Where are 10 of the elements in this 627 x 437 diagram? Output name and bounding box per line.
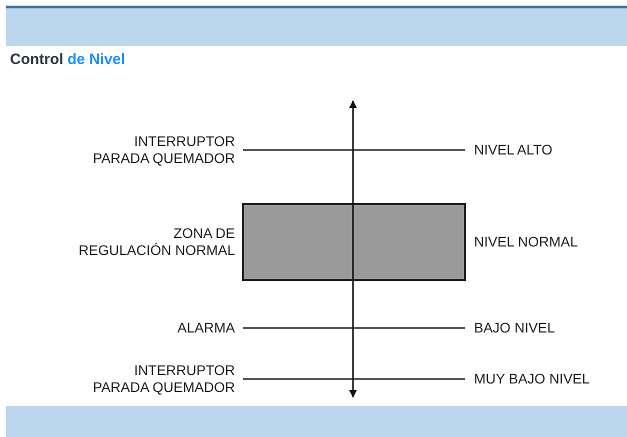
title: Control de Nivel: [10, 51, 126, 68]
description-label: ALARMA: [176, 320, 235, 336]
level-label: NIVEL ALTO: [474, 142, 552, 158]
shaded-zone: [242, 203, 466, 281]
description-label: ZONA DE REGULACIÓN NORMAL: [78, 225, 235, 259]
level-label: MUY BAJO NIVEL: [474, 370, 590, 388]
level-label: BAJO NIVEL: [474, 320, 555, 336]
description-label: INTERRUPTOR PARADA QUEMADOR: [92, 362, 235, 396]
level-label: NIVEL NORMAL: [474, 234, 578, 250]
description-label: INTERRUPTOR PARADA QUEMADOR: [92, 133, 235, 167]
